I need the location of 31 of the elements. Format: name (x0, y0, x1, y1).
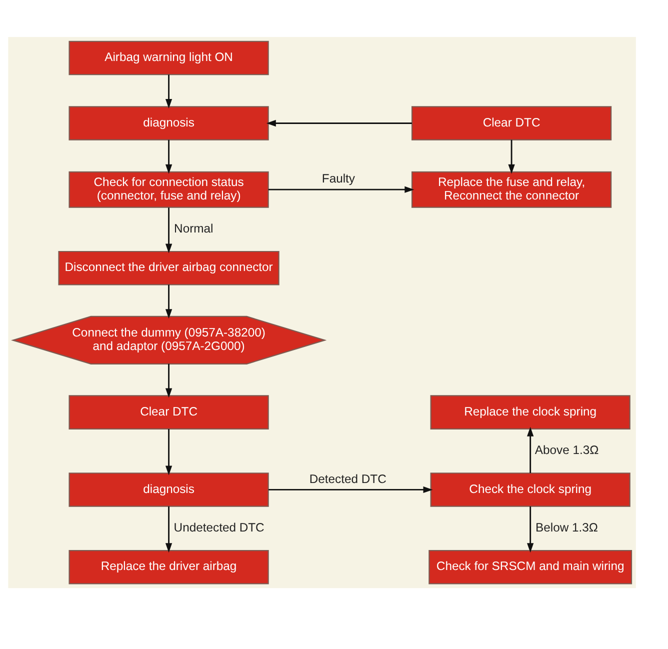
arrow (527, 426, 534, 474)
arrow (266, 120, 412, 127)
edge-label: Faulty (322, 172, 356, 186)
node-box: Airbag warning light ON (68, 40, 269, 76)
arrow (165, 208, 172, 254)
node-box: Check for SRSCM and main wiring (428, 550, 632, 584)
edge-label: Detected DTC (309, 472, 386, 486)
edge-label: Above 1.3Ω (534, 443, 599, 458)
edge-label: Normal (174, 221, 214, 236)
node-box: Clear DTC (411, 106, 612, 140)
node-box: Replace the fuse and relay, Reconnect the connector (411, 171, 612, 208)
node-box: Replace the clock spring (430, 395, 630, 430)
node-box: Check the clock spring (430, 472, 630, 507)
arrow (268, 186, 414, 193)
node-box: Disconnect the driver airbag connector (58, 250, 280, 286)
node-box: Clear DTC (68, 395, 269, 430)
arrow (268, 486, 433, 494)
arrow (527, 506, 534, 553)
arrow (165, 506, 172, 553)
edge-label: Below 1.3Ω (536, 520, 598, 535)
arrow (165, 74, 172, 108)
arrow (165, 284, 172, 319)
node-box: Replace the driver airbag (68, 550, 269, 584)
arrow (165, 140, 172, 174)
edge-label: Undetected DTC (174, 520, 264, 535)
arrow (165, 364, 172, 398)
arrow (165, 429, 172, 476)
node-box: diagnosis (68, 106, 269, 140)
node-box: Check for connection status (connector, fuse and relay) (68, 171, 269, 208)
arrow (508, 140, 515, 174)
node-box: diagnosis (68, 472, 269, 507)
